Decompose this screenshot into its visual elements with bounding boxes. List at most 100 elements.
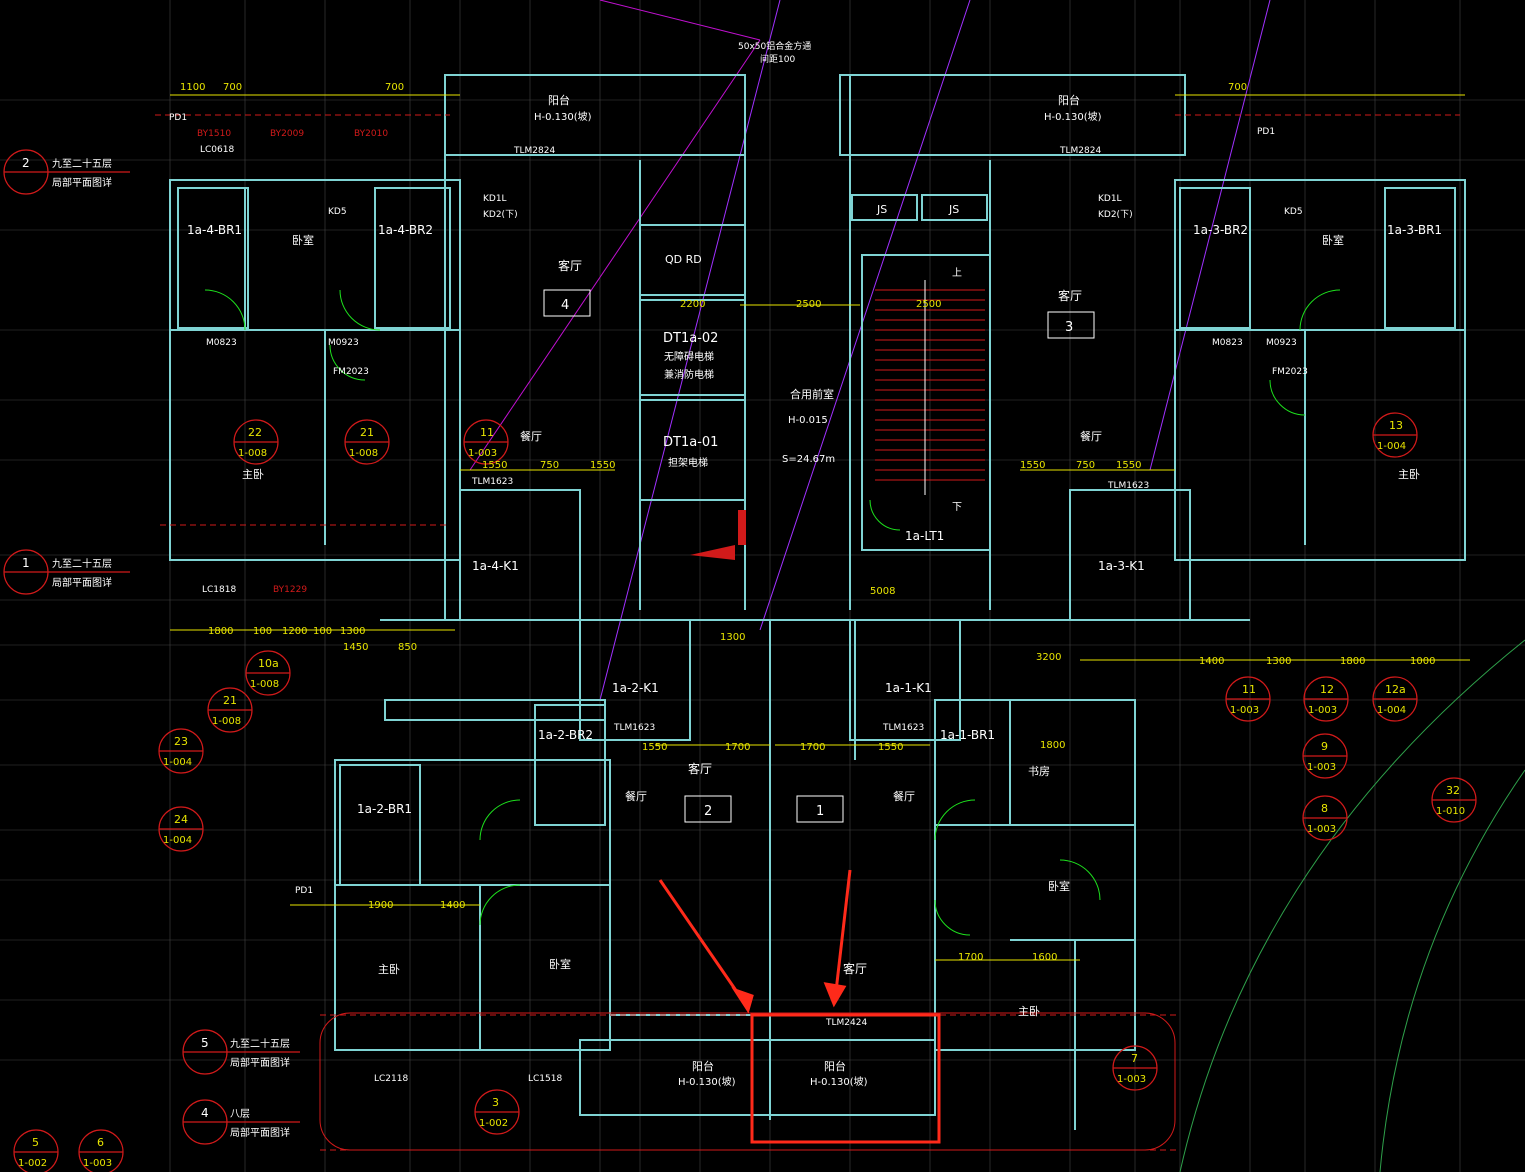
tag-kd2-r: KD2(下)	[1098, 210, 1133, 220]
kitchen-1a-3-k1: 1a-3-K1	[1098, 559, 1145, 573]
dim-lobby-3: 2500	[916, 299, 941, 310]
shaft-qd-rd: QD RD	[665, 253, 702, 266]
room-balcony-br: 阳台	[824, 1059, 846, 1073]
kitchen-1a-4-k1: 1a-4-K1	[472, 559, 519, 573]
detail-13-num: 13	[1389, 419, 1403, 432]
dim-mid-r1: 1550	[1020, 460, 1045, 471]
tag-m0823-r: M0823	[1212, 338, 1243, 348]
tag-by2010: BY2010	[354, 129, 388, 139]
dim-low-2: 1700	[725, 742, 750, 753]
tag-kd5-l: KD5	[328, 207, 347, 217]
dim-top-l1: 1100	[180, 82, 205, 93]
bath-1a-4-br1: 1a-4-BR1	[187, 223, 242, 237]
detail-24-ref: 1-004	[163, 835, 192, 846]
dim-mid-l1: 1550	[482, 460, 507, 471]
detail-6-num: 6	[97, 1136, 104, 1149]
detail-23-num: 23	[174, 735, 188, 748]
dim-low-4: 1550	[878, 742, 903, 753]
room-dining-bl: 餐厅	[625, 789, 647, 803]
callout-4-t1: 八层	[230, 1108, 250, 1120]
dim-band-1: 1800	[208, 626, 233, 637]
detail-10a-ref: 1-008	[250, 679, 279, 690]
shaft-symbols	[690, 510, 746, 560]
tag-by1229: BY1229	[273, 585, 307, 595]
shaft-js-2: JS	[948, 203, 959, 216]
detail-12a-num: 12a	[1385, 683, 1406, 696]
tag-tlm-tl: TLM2824	[513, 146, 555, 156]
tag-kd1l-l: KD1L	[483, 194, 507, 204]
stair-1a-lt1: 1a-LT1	[905, 529, 944, 543]
shaft-dim2: 间距100	[760, 53, 795, 65]
dim-band-5: 1300	[340, 626, 365, 637]
room-living-3-num: 3	[1065, 320, 1073, 335]
detail-11b-num: 11	[1242, 683, 1256, 696]
room-balcony-bl-level: H-0.130(坡)	[678, 1075, 736, 1088]
room-master-tl: 主卧	[242, 468, 264, 481]
shaft-js-1: JS	[876, 203, 887, 216]
lift-dt1a-02: DT1a-02	[663, 331, 718, 346]
callout-2-num: 2	[22, 156, 30, 170]
tag-tlm-1623-c: TLM1623	[613, 723, 655, 733]
detail-7-ref: 1-003	[1117, 1074, 1146, 1085]
tag-lc1518: LC1518	[528, 1074, 562, 1084]
room-balcony-tr-level: H-0.130(坡)	[1044, 110, 1102, 123]
dim-low-9: 1600	[1032, 952, 1057, 963]
detail-32-ref: 1-010	[1436, 806, 1465, 817]
detail-5-num: 5	[32, 1136, 39, 1149]
detail-6-ref: 1-003	[83, 1158, 112, 1169]
bath-1a-1-br1: 1a-1-BR1	[940, 728, 995, 742]
callout-5-t2: 局部平面图详	[230, 1056, 290, 1069]
room-dining-l: 餐厅	[520, 429, 542, 443]
room-lobby: 合用前室	[790, 387, 834, 401]
tag-m0823-l: M0823	[206, 338, 237, 348]
detail-5-ref: 1-002	[18, 1158, 47, 1169]
axis-markers	[155, 114, 1460, 1151]
detail-21b-num: 21	[223, 694, 237, 707]
stair-up: 上	[952, 267, 962, 279]
detail-12-num: 12	[1320, 683, 1334, 696]
detail-7-num: 7	[1131, 1052, 1138, 1065]
detail-13-ref: 1-004	[1377, 441, 1406, 452]
room-balcony-br-level: H-0.130(坡)	[810, 1075, 868, 1088]
room-bedroom-br: 卧室	[1048, 879, 1070, 893]
tag-tlm-1623-b: TLM1623	[1107, 481, 1149, 491]
detail-24-num: 24	[174, 813, 188, 826]
bath-1a-3-br1: 1a-3-BR1	[1387, 223, 1442, 237]
tag-lc2118: LC2118	[374, 1074, 408, 1084]
dim-mid-r2: 750	[1076, 460, 1095, 471]
room-bedroom-bl: 卧室	[549, 957, 571, 971]
detail-12-ref: 1-003	[1308, 705, 1337, 716]
room-living-3: 客厅	[1058, 288, 1082, 303]
reference-lines	[469, 0, 1525, 1172]
section-callouts	[3, 149, 300, 1145]
detail-21-num: 21	[360, 426, 374, 439]
kitchen-1a-2-k1: 1a-2-K1	[612, 681, 659, 695]
lift-text-3: 担架电梯	[668, 456, 708, 469]
text-layer: 客厅 4 客厅 3 客厅 2 客厅 1 阳台 H-0.130(坡) 阳台 H-0…	[18, 40, 1465, 1169]
callout-5-num: 5	[201, 1036, 209, 1050]
detail-21b-ref: 1-008	[212, 716, 241, 727]
callout-4-num: 4	[201, 1106, 209, 1120]
tag-pd1-a: PD1	[169, 113, 187, 123]
tag-lc1818: LC1818	[202, 585, 236, 595]
lift-dt1a-01: DT1a-01	[663, 435, 718, 450]
detail-11a-num: 11	[480, 426, 494, 439]
room-balcony-tl: 阳台	[548, 93, 570, 107]
dim-mid-l3: 1550	[590, 460, 615, 471]
dim-low-6: 1900	[368, 900, 393, 911]
detail-22-num: 22	[248, 426, 262, 439]
bath-1a-2-br2: 1a-2-BR2	[538, 728, 593, 742]
dim-mid-r3: 1550	[1116, 460, 1141, 471]
dim-low-8: 1700	[958, 952, 983, 963]
dim-band-13: 1800	[1340, 656, 1365, 667]
dim-low-3: 1700	[800, 742, 825, 753]
kitchen-1a-1-k1: 1a-1-K1	[885, 681, 932, 695]
dim-band-10: 3200	[1036, 652, 1061, 663]
tag-kd5-r: KD5	[1284, 207, 1303, 217]
dim-mid-l2: 750	[540, 460, 559, 471]
callout-1-t1: 九至二十五层	[52, 557, 112, 570]
dim-band-4: 100	[313, 626, 332, 637]
room-balcony-tl-level: H-0.130(坡)	[534, 110, 592, 123]
room-lobby-level: H-0.015	[788, 415, 828, 426]
detail-12a-ref: 1-004	[1377, 705, 1406, 716]
